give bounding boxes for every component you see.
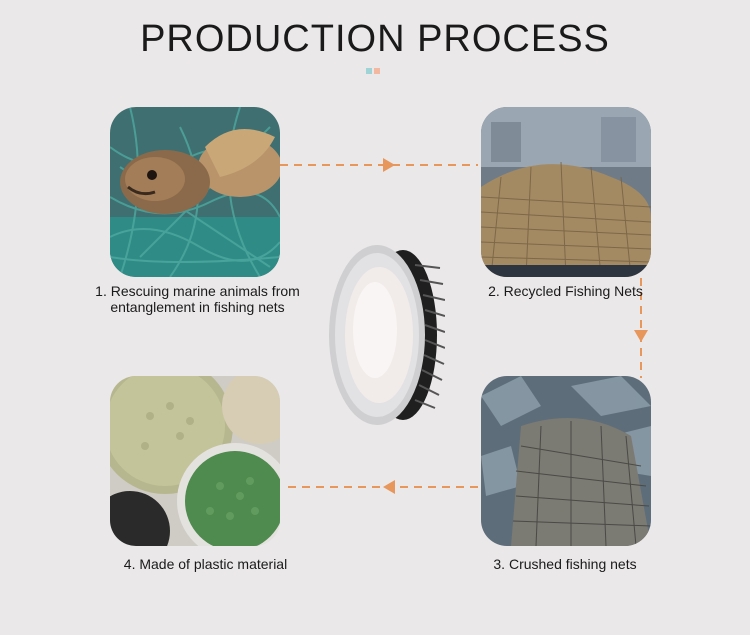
step1-caption-line2: entanglement in fishing nets	[110, 299, 285, 315]
arrowhead-right	[383, 158, 395, 172]
recessed-led-downlight	[329, 245, 445, 425]
step3-photo	[481, 376, 651, 546]
fishing-net-pile-photo	[481, 107, 651, 277]
step2-photo	[481, 107, 651, 277]
arrowhead-down	[634, 330, 648, 342]
step3-caption: 3. Crushed fishing nets	[493, 556, 637, 572]
step1-caption-line1: 1. Rescuing marine animals from	[95, 283, 300, 299]
crushed-net-photo	[481, 376, 651, 546]
title-accent-dots	[366, 61, 382, 79]
step4-caption: 4. Made of plastic material	[123, 556, 288, 572]
page-title: PRODUCTION PROCESS	[140, 18, 610, 60]
step2-caption: 2. Recycled Fishing Nets	[488, 283, 643, 299]
step4-photo	[110, 376, 280, 546]
sea-turtle-in-net-photo	[110, 107, 280, 277]
arrowhead-left	[383, 480, 395, 494]
plastic-pellets-photo	[110, 376, 280, 546]
step1-photo	[110, 107, 280, 277]
step1-caption: 1. Rescuing marine animals from entangle…	[90, 283, 305, 315]
